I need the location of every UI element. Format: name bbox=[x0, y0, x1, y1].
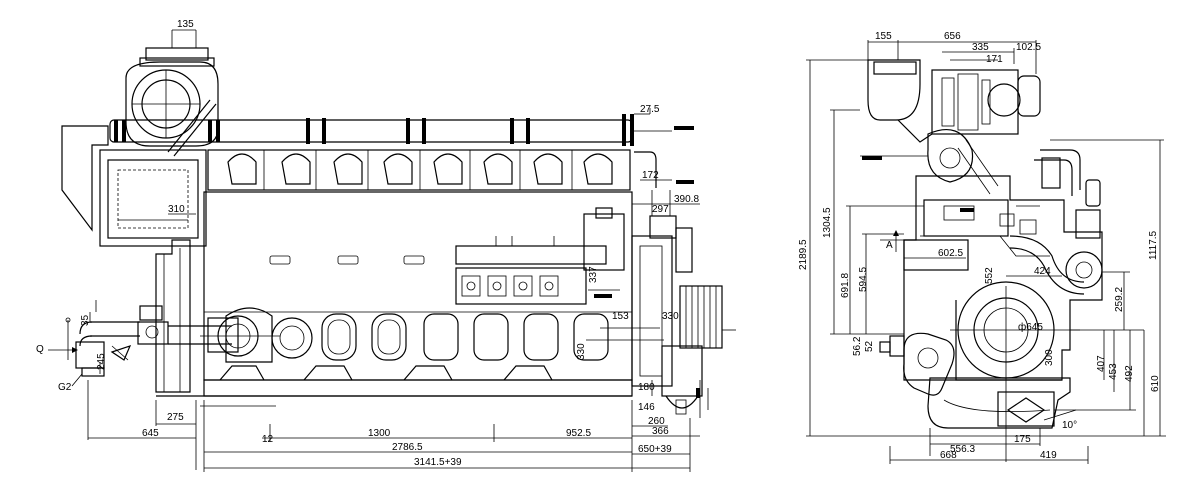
dim-952-5: 952.5 bbox=[566, 428, 591, 439]
dim-172: 172 bbox=[642, 170, 659, 181]
cylinder-heads bbox=[207, 149, 631, 191]
dim-259-2: 259.2 bbox=[1114, 287, 1125, 312]
dim-602-5: 602.5 bbox=[938, 248, 963, 259]
dim-1117-5: 1117.5 bbox=[1148, 230, 1159, 260]
dim-492: 492 bbox=[1124, 365, 1135, 382]
dim-650: 650+39 bbox=[638, 444, 672, 455]
dim-102-5: 102.5 bbox=[1016, 42, 1041, 53]
charge-air-cooler: 310 bbox=[61, 125, 207, 247]
engine-front-body bbox=[903, 149, 1103, 381]
dim-27-5: 27.5 bbox=[640, 104, 660, 115]
front-height-dims-right: 1117.5 259.2 407 453 492 610 10° bbox=[1043, 139, 1164, 436]
dim-330b: 330 bbox=[662, 311, 679, 322]
dim-390-8: 390.8 bbox=[674, 194, 699, 205]
dim-337: 337 bbox=[588, 266, 599, 283]
flywheel-housing bbox=[137, 239, 191, 393]
dim-146: 146 bbox=[638, 402, 655, 413]
dim-2189-5: 2189.5 bbox=[798, 239, 809, 270]
dim-275: 275 bbox=[167, 412, 184, 423]
dim-556-3: 556.3 bbox=[950, 444, 975, 455]
dim-52: 52 bbox=[864, 340, 875, 352]
dim-300: 300 bbox=[1044, 349, 1055, 366]
dim-335: 335 bbox=[972, 42, 989, 53]
dim-310: 310 bbox=[168, 204, 185, 215]
coupling-pipes: 35 245 bbox=[65, 300, 140, 377]
dim-691-8: 691.8 bbox=[840, 273, 851, 298]
dim-2786-5: 2786.5 bbox=[392, 442, 423, 453]
dim-330: 330 bbox=[576, 343, 587, 360]
engine-block bbox=[203, 191, 633, 397]
dim-12: 12 bbox=[262, 434, 274, 445]
dim-245: 245 bbox=[96, 353, 107, 370]
dim-135: 135 bbox=[177, 19, 194, 30]
exhaust-manifold: 27.5 bbox=[109, 104, 694, 146]
label-q: Q bbox=[36, 344, 44, 355]
dim-610: 610 bbox=[1150, 375, 1161, 392]
label-a: A bbox=[886, 240, 893, 251]
crankcase bbox=[927, 281, 1080, 429]
dim-56-2: 56.2 bbox=[852, 336, 863, 356]
turbocharger bbox=[125, 47, 219, 157]
dim-656: 656 bbox=[944, 31, 961, 42]
dim-645: 645 bbox=[142, 428, 159, 439]
dim-10deg: 10° bbox=[1062, 420, 1077, 431]
dim-175: 175 bbox=[1014, 434, 1031, 445]
front-height-dims-left: 2189.5 1304.5 691.8 594.5 56.2 52 A bbox=[798, 59, 1166, 437]
side-dimensions: 645 275 12 1300 952.5 2786.5 3141.5+39 1… bbox=[87, 380, 709, 472]
front-end-auxiliaries: 297 390.8 bbox=[631, 190, 736, 415]
dim-153: 153 bbox=[612, 311, 629, 322]
dim-155: 155 bbox=[875, 31, 892, 42]
dim-366: 366 bbox=[652, 426, 669, 437]
front-top-dimensions: 155 656 335 102.5 171 bbox=[867, 31, 1041, 74]
dim-171: 171 bbox=[986, 54, 1003, 65]
label-g2: G2 bbox=[58, 382, 72, 393]
dim-668: 668 bbox=[940, 450, 957, 461]
dim-424: 424 bbox=[1034, 266, 1051, 277]
dim-1304-5: 1304.5 bbox=[822, 207, 833, 238]
dim-180: 180 bbox=[638, 382, 655, 393]
dim-297: 297 bbox=[652, 204, 669, 215]
side-view: 135 bbox=[36, 19, 736, 472]
dim-645-dia: ф645 bbox=[1018, 321, 1043, 333]
dim-453: 453 bbox=[1108, 363, 1119, 380]
oil-elbow bbox=[879, 332, 955, 396]
dim-552: 552 bbox=[984, 267, 995, 284]
front-view: 155 656 335 102.5 171 bbox=[798, 31, 1166, 464]
dim-407: 407 bbox=[1096, 355, 1107, 372]
front-bottom-dims: 556.3 175 668 419 bbox=[889, 420, 1089, 464]
dim-594-5: 594.5 bbox=[858, 267, 869, 292]
dim-419: 419 bbox=[1040, 450, 1057, 461]
dim-260: 260 bbox=[648, 416, 665, 427]
fuel-pumps bbox=[455, 207, 625, 305]
dim-3141: 3141.5+39 bbox=[414, 457, 462, 468]
drive-shaft bbox=[168, 315, 280, 357]
dim-35: 35 bbox=[80, 314, 91, 326]
turbo-front bbox=[867, 59, 1041, 195]
dim-1300: 1300 bbox=[368, 428, 391, 439]
